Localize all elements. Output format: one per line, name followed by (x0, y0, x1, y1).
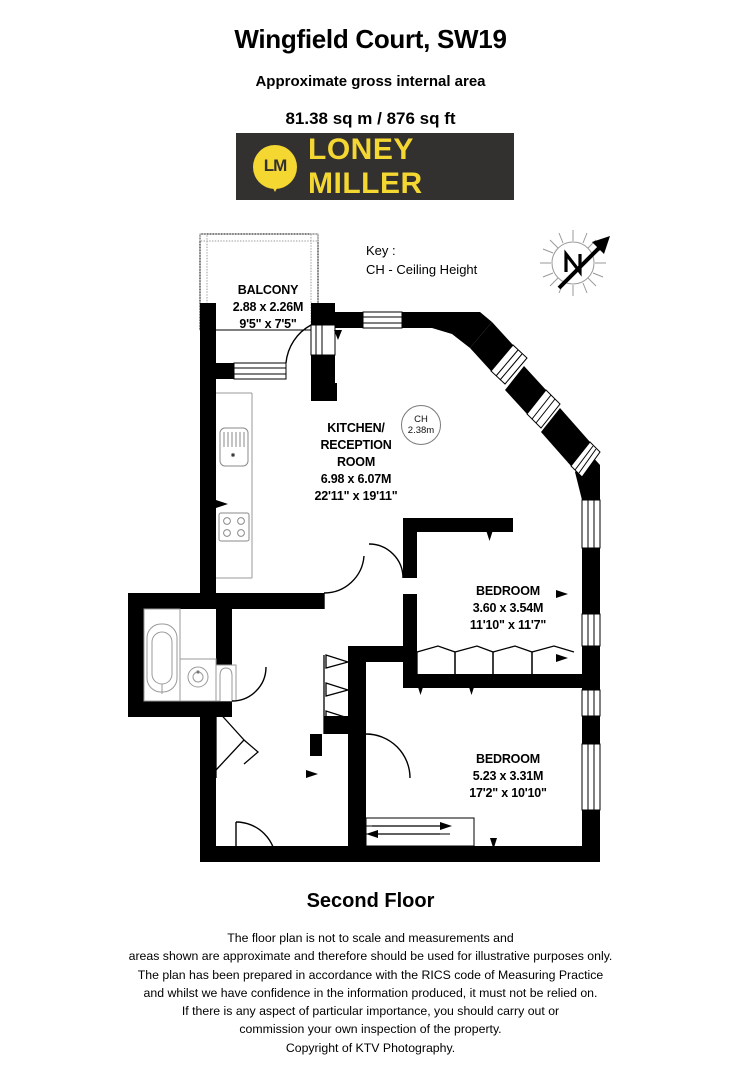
room-name-line2: RECEPTION (320, 438, 392, 452)
header: Wingfield Court, SW19 Approximate gross … (0, 0, 741, 129)
room-dimensions-metric: 6.98 x 6.07M (320, 472, 392, 486)
room-label-bedroom-1: BEDROOM 3.60 x 3.54M 11'10" x 11'7" (438, 583, 578, 634)
header-subtitle: Approximate gross internal area (255, 73, 486, 90)
room-name: BEDROOM (476, 584, 540, 598)
key-ceiling-height-line: CH - Ceiling Height (366, 262, 478, 277)
ceiling-height-code: CH (414, 414, 428, 425)
room-dimensions-imperial: 17'2" x 10'10" (469, 786, 547, 800)
map-pin-icon: LM (253, 144, 297, 192)
room-name-line1: KITCHEN/ (327, 421, 385, 435)
disclaimer-line: If there is any aspect of particular imp… (181, 1004, 560, 1019)
floor-name: Second Floor (306, 890, 435, 912)
disclaimer-line: The floor plan is not to scale and measu… (227, 931, 514, 945)
disclaimer-line: commission your own inspection of the pr… (239, 1022, 502, 1037)
room-label-bedroom-2: BEDROOM 5.23 x 3.31M 17'2" x 10'10" (438, 751, 578, 802)
gross-area-value: 81.38 sq m / 876 sq ft (285, 109, 456, 128)
page-title: Wingfield Court, SW19 (234, 24, 507, 54)
room-name: BEDROOM (476, 752, 540, 766)
room-dimensions-imperial: 11'10" x 11'7" (469, 618, 547, 632)
room-dimensions-metric: 3.60 x 3.54M (472, 601, 544, 615)
room-name-line3: ROOM (336, 455, 376, 469)
kitchen-fixtures (216, 392, 253, 579)
room-dimensions-imperial: 22'11" x 19'11" (314, 489, 398, 503)
room-label-balcony: BALCONY 2.88 x 2.26M 9'5" x 7'5" (206, 282, 330, 333)
brand-logo-band: LM LONEY MILLER (236, 133, 514, 200)
room-label-kitchen-reception: KITCHEN/ RECEPTION ROOM 6.98 x 6.07M 22'… (296, 420, 416, 505)
compass-rose-icon (526, 222, 620, 314)
key-legend: Key : CH - Ceiling Height (366, 241, 477, 279)
bathroom-fixtures (143, 608, 237, 702)
room-dimensions-imperial: 9'5" x 7'5" (239, 317, 297, 331)
room-dimensions-metric: 5.23 x 3.31M (472, 769, 544, 783)
plan-doors (231, 324, 411, 863)
room-name: BALCONY (237, 283, 299, 297)
key-heading: Key : (366, 243, 396, 258)
wardrobe-doors (215, 645, 575, 847)
pin-body-shape (253, 144, 297, 189)
disclaimer-text: The floor plan is not to scale and measu… (0, 929, 741, 1057)
disclaimer-line: The plan has been prepared in accordance… (137, 967, 604, 982)
pin-monogram: LM (263, 155, 288, 175)
disclaimer-line: areas shown are approximate and therefor… (128, 949, 613, 964)
disclaimer-line: Copyright of KTV Photography. (285, 1040, 456, 1055)
ceiling-height-badge: CH 2.38m (401, 405, 441, 445)
diagonal-window-mullions (495, 349, 597, 474)
disclaimer-line: and whilst we have confidence in the inf… (143, 985, 598, 1000)
brand-name: LONEY MILLER (308, 132, 423, 200)
ceiling-height-value: 2.38m (407, 425, 435, 436)
room-dimensions-metric: 2.88 x 2.26M (232, 300, 304, 314)
